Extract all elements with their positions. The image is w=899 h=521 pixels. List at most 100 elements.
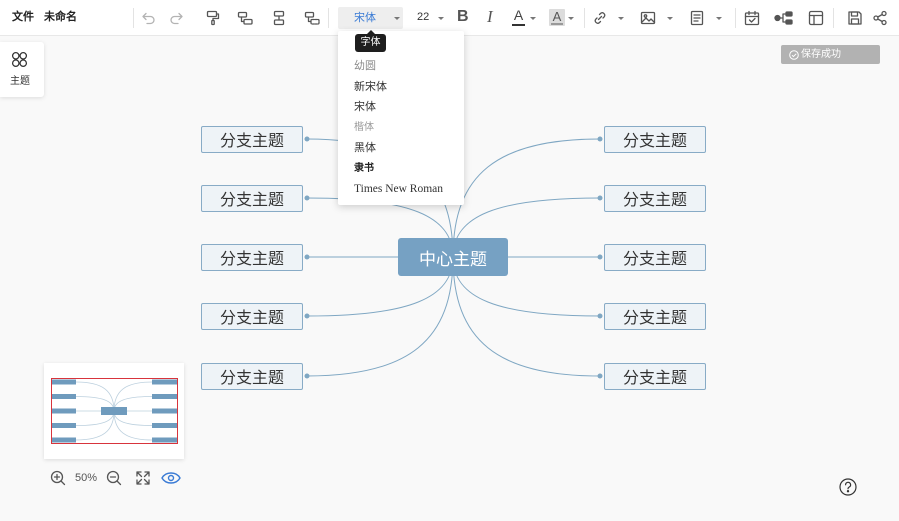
font-size-select[interactable]: 22 <box>417 11 430 23</box>
zoom-in-icon[interactable] <box>50 470 66 486</box>
font-family-select[interactable]: 宋体 <box>338 7 403 29</box>
minimap-node <box>52 408 76 414</box>
minimap-connector <box>113 410 153 441</box>
font-family-dropdown: 幼圆 新宋体 宋体 楷体 黑体 隶书 Times New Roman <box>338 31 464 205</box>
connector-line <box>452 138 601 258</box>
toolbar-divider <box>833 8 834 28</box>
eye-icon[interactable] <box>161 470 181 486</box>
branch-topic-right-2[interactable]: 分支主题 <box>604 184 706 212</box>
connector-dot <box>597 136 603 142</box>
minimap-node <box>52 379 76 385</box>
central-topic[interactable]: 中心主题 <box>398 238 508 276</box>
theme-icon <box>11 51 28 68</box>
font-option[interactable]: 宋体 <box>354 101 376 113</box>
minimap-node <box>52 437 76 443</box>
branch-topic-left-1[interactable]: 分支主题 <box>201 125 303 153</box>
insert-parent-topic-icon[interactable] <box>304 10 320 26</box>
zoom-out-icon[interactable] <box>106 470 122 486</box>
theme-panel-button[interactable]: 主题 <box>0 42 44 97</box>
link-icon[interactable] <box>592 10 608 26</box>
branch-topic-right-5[interactable]: 分支主题 <box>604 362 706 390</box>
font-option[interactable]: 新宋体 <box>354 80 387 93</box>
branch-topic-label: 分支主题 <box>622 249 687 268</box>
italic-button[interactable]: I <box>487 7 493 26</box>
connector-line <box>306 256 454 377</box>
toolbar: 文件 未命名 宋体 22 B I A A <box>0 0 899 36</box>
minimap[interactable] <box>44 363 184 459</box>
font-color-glyph: A <box>513 7 524 23</box>
theme-label: 主题 <box>10 76 30 87</box>
connector-dot <box>597 373 603 379</box>
file-menu[interactable]: 文件 <box>12 11 34 23</box>
minimap-canvas <box>51 378 178 444</box>
branch-topic-label: 分支主题 <box>219 368 284 387</box>
save-status-text: 保存成功 <box>801 49 841 60</box>
minimap-node <box>152 379 177 385</box>
caret-down-icon[interactable] <box>568 17 574 20</box>
task-calendar-icon[interactable] <box>744 10 760 26</box>
zoom-level: 50% <box>75 472 98 484</box>
fit-to-screen-icon[interactable] <box>135 470 151 486</box>
image-icon[interactable] <box>640 10 656 26</box>
minimap-node <box>52 423 76 428</box>
toolbar-divider <box>133 8 134 28</box>
minimap-connector <box>75 381 115 412</box>
share-icon[interactable] <box>872 10 888 26</box>
font-option[interactable]: 楷体 <box>354 121 374 133</box>
connector-dot <box>304 373 310 379</box>
font-option[interactable]: 黑体 <box>354 142 376 154</box>
font-option[interactable]: Times New Roman <box>354 183 444 195</box>
caret-down-icon[interactable] <box>530 17 536 20</box>
caret-down-icon[interactable] <box>618 17 624 20</box>
caret-down-icon[interactable] <box>667 17 673 20</box>
insert-child-topic-icon[interactable] <box>237 10 253 26</box>
help-icon[interactable] <box>839 478 857 496</box>
font-family-value: 宋体 <box>354 12 376 24</box>
connector-dot <box>304 254 310 260</box>
branch-topic-left-2[interactable]: 分支主题 <box>201 184 303 212</box>
branch-topic-right-1[interactable]: 分支主题 <box>604 125 706 153</box>
minimap-connector <box>113 381 153 412</box>
save-icon[interactable] <box>847 10 863 26</box>
font-tooltip: 字体 <box>355 30 386 52</box>
minimap-root-node <box>101 407 127 415</box>
tooltip-text: 字体 <box>360 37 381 48</box>
font-option-list: 幼圆 新宋体 宋体 楷体 黑体 隶书 Times New Roman <box>338 56 464 200</box>
branch-topic-label: 分支主题 <box>622 131 687 150</box>
highlight-color-button[interactable]: A <box>549 9 565 26</box>
redo-icon[interactable] <box>169 10 185 26</box>
font-option[interactable]: 幼圆 <box>354 60 376 72</box>
branch-topic-right-3[interactable]: 分支主题 <box>604 243 706 271</box>
minimap-connector <box>75 410 115 441</box>
layout-icon[interactable] <box>808 10 824 26</box>
branch-topic-left-4[interactable]: 分支主题 <box>201 302 303 330</box>
save-status-badge: 保存成功 <box>781 45 880 64</box>
minimap-node <box>152 423 177 428</box>
caret-down-icon[interactable] <box>716 17 722 20</box>
branch-topic-label: 分支主题 <box>622 308 687 327</box>
branch-topic-right-4[interactable]: 分支主题 <box>604 302 706 330</box>
format-painter-icon[interactable] <box>205 10 221 26</box>
central-topic-label: 中心主题 <box>419 249 487 270</box>
structure-icon[interactable] <box>774 10 794 26</box>
connector-dot <box>597 254 603 260</box>
branch-topic-left-5[interactable]: 分支主题 <box>201 362 303 390</box>
connector-dot <box>304 195 310 201</box>
branch-topic-label: 分支主题 <box>622 190 687 209</box>
minimap-node <box>152 394 177 399</box>
undo-icon[interactable] <box>140 10 156 26</box>
branch-topic-left-3[interactable]: 分支主题 <box>201 243 303 271</box>
toolbar-divider <box>328 8 329 28</box>
connector-dot <box>304 313 310 319</box>
insert-sibling-topic-icon[interactable] <box>271 10 287 26</box>
check-circle-icon <box>789 49 799 60</box>
caret-down-icon[interactable] <box>438 17 444 20</box>
minimap-viewport-frame[interactable] <box>51 378 178 444</box>
bold-button[interactable]: B <box>457 8 469 25</box>
font-color-button[interactable]: A <box>512 8 525 27</box>
note-icon[interactable] <box>689 10 705 26</box>
font-color-swatch <box>512 24 525 26</box>
font-option[interactable]: 隶书 <box>354 162 374 174</box>
highlight-color-swatch <box>551 23 563 25</box>
document-title[interactable]: 未命名 <box>44 11 77 23</box>
